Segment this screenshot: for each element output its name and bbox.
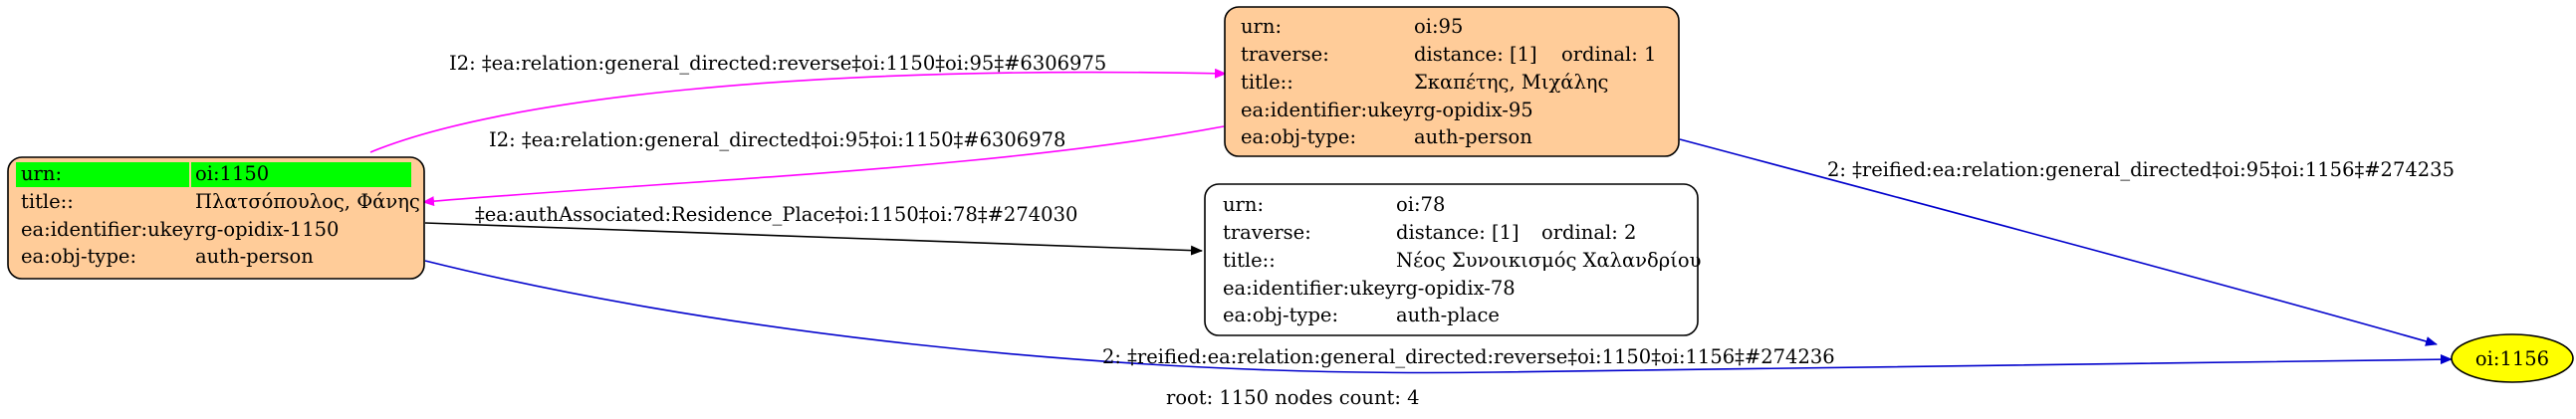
p95-value-ukey: rg-opidix-95 <box>1414 99 1533 121</box>
node-target-1156[interactable]: oi:1156 <box>2451 333 2574 383</box>
p78-key-ukey: ea:identifier:ukey <box>1223 277 1396 300</box>
p78-value-ukey: rg-opidix-78 <box>1396 277 1516 300</box>
edge-rev-to-95-line[interactable] <box>369 68 1227 153</box>
graph-footer: root: 1150 nodes count: 4 <box>1166 386 1420 409</box>
edge-from-95[interactable]: I2: ‡ea:relation:general_directed‡oi:95‡… <box>422 125 1225 207</box>
p78-value-traverse: distance: [1] <box>1396 221 1520 244</box>
edge-residence-label: ‡ea:authAssociated:Residence_Place‡oi:11… <box>475 203 1077 226</box>
node-root-box[interactable] <box>7 156 425 280</box>
root-value-urn: oi:1150 <box>195 162 269 185</box>
node-place-78[interactable]: urn: oi:78 traverse: distance: [1] ordin… <box>1204 183 1701 336</box>
p95-key-urn: urn: <box>1241 15 1282 38</box>
p78-value-urn: oi:78 <box>1396 193 1445 216</box>
root-key-title: title:: <box>21 190 74 213</box>
p95-key-traverse: traverse: <box>1241 43 1329 66</box>
target-label: oi:1156 <box>2475 347 2549 370</box>
p95-key-objtype: ea:obj-type: <box>1241 125 1356 148</box>
root-value-objtype: auth-person <box>195 245 314 268</box>
node-place-78-box[interactable] <box>1204 183 1699 336</box>
root-key-objtype: ea:obj-type: <box>21 245 136 268</box>
node-root[interactable]: urn: oi:1150 title:: Πλατσόπουλος, Φάνης… <box>7 156 425 280</box>
p95-value-objtype: auth-person <box>1414 125 1532 148</box>
edge-reified-95[interactable]: 2: ‡reified:ea:relation:general_directed… <box>1679 138 2455 346</box>
root-value-ukey: rg-opidix-1150 <box>195 218 339 241</box>
p95-value-title: Σκαπέτης, Μιχάλης <box>1414 71 1608 94</box>
root-highlight-value <box>191 162 411 187</box>
edge-from-95-label: I2: ‡ea:relation:general_directed‡oi:95‡… <box>489 128 1065 151</box>
edge-from-95-line[interactable] <box>422 125 1225 207</box>
p95-value-traverse: distance: [1] <box>1414 43 1537 66</box>
p78-extra-ordinal: ordinal: 2 <box>1541 221 1636 244</box>
edge-reified-95-label: 2: ‡reified:ea:relation:general_directed… <box>1827 158 2455 181</box>
edge-residence-line[interactable] <box>424 222 1203 256</box>
p78-key-urn: urn: <box>1223 193 1264 216</box>
p95-key-ukey: ea:identifier:ukey <box>1241 99 1414 121</box>
p78-value-objtype: auth-place <box>1396 304 1500 326</box>
node-person-95[interactable]: urn: oi:95 traverse: distance: [1] ordin… <box>1224 6 1680 157</box>
edge-rev-to-95-label: I2: ‡ea:relation:general_directed:revers… <box>449 52 1106 75</box>
edge-rev-to-95[interactable]: I2: ‡ea:relation:general_directed:revers… <box>369 52 1227 153</box>
edge-reified-rev-label: 2: ‡reified:ea:relation:general_directed… <box>1102 345 1835 368</box>
root-key-ukey: ea:identifier:ukey <box>21 218 194 241</box>
p95-extra-ordinal: ordinal: 1 <box>1561 43 1656 66</box>
p78-key-title: title:: <box>1223 249 1276 272</box>
edge-reified-95-line[interactable] <box>1679 138 2438 346</box>
p78-key-traverse: traverse: <box>1223 221 1311 244</box>
root-highlight-key <box>16 162 189 187</box>
root-key-urn: urn: <box>21 162 62 185</box>
root-value-title: Πλατσόπουλος, Φάνης <box>195 190 420 213</box>
p95-value-urn: oi:95 <box>1414 15 1463 38</box>
p78-value-title: Νέος Συνοικισμός Χαλανδρίου <box>1396 249 1701 272</box>
p78-key-objtype: ea:obj-type: <box>1223 304 1338 326</box>
p95-key-title: title:: <box>1241 71 1293 94</box>
edge-residence[interactable]: ‡ea:authAssociated:Residence_Place‡oi:11… <box>424 203 1203 256</box>
node-person-95-box[interactable] <box>1224 6 1680 157</box>
node-target-1156-ellipse[interactable] <box>2451 333 2574 383</box>
